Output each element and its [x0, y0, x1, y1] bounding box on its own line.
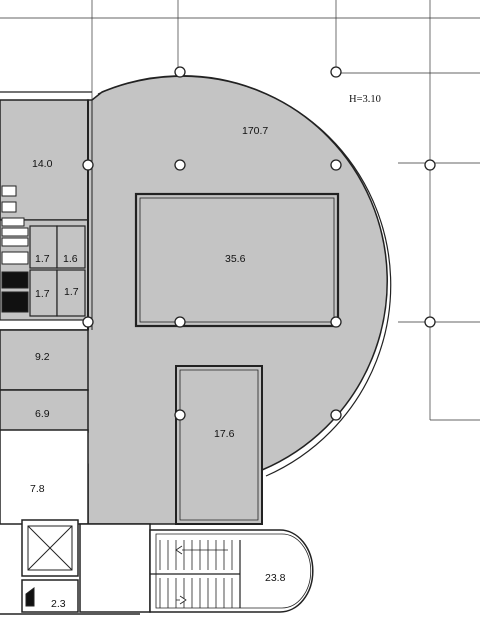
area-label-wc-2: 1.6 [63, 253, 78, 265]
interior-walls [87, 100, 93, 330]
area-label-south-room: 17.6 [214, 428, 235, 440]
area-label-hall-west: 7.8 [30, 483, 45, 495]
area-label-wc-1: 1.7 [35, 253, 50, 265]
area-label-main-hall: 170.7 [242, 125, 268, 137]
service-core [0, 429, 151, 613]
area-label-corner-room: 14.0 [32, 158, 53, 170]
area-label-staircase: 23.8 [265, 572, 286, 584]
round-hall-outer-wall [97, 75, 392, 477]
south-room-floor [175, 365, 263, 525]
west-room-floor [0, 329, 89, 391]
wc-partitions [1, 185, 29, 313]
area-label-wc-4: 1.7 [64, 286, 79, 298]
area-label-small-room: 2.3 [51, 598, 66, 610]
area-label-central-room: 35.6 [225, 253, 246, 265]
staircase [149, 529, 314, 613]
columns [82, 66, 436, 421]
area-labels: H=3.10 170.7 14.0 35.6 1.7 1.6 1.7 1.7 9… [30, 94, 381, 610]
area-label-west-room-2: 6.9 [35, 408, 50, 420]
area-label-west-room-1: 9.2 [35, 351, 50, 363]
area-label-wc-3: 1.7 [35, 288, 50, 300]
central-room-floor [134, 192, 340, 328]
reference-grid [0, 0, 480, 421]
ceiling-height-label: H=3.10 [349, 94, 381, 105]
